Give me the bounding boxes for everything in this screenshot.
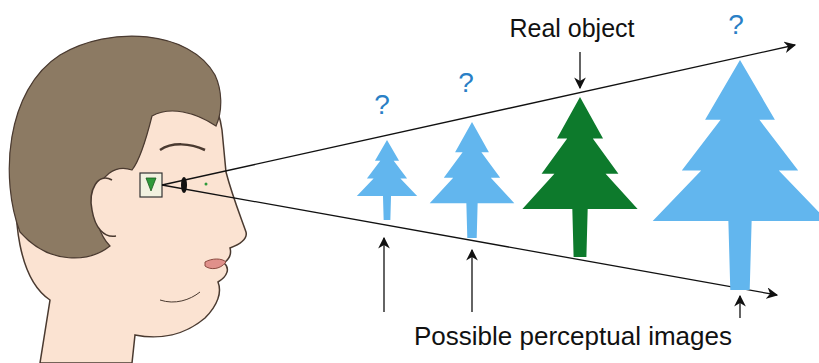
pointer-arrow [579,52,580,88]
pointer-arrow [383,238,384,312]
tree-real [522,97,637,257]
tree-medium [430,122,515,238]
question-mark: ? [458,68,474,99]
pointer-arrow [471,250,472,312]
images-label: Possible perceptual images [414,322,732,351]
object-label: Real object [509,15,634,43]
question-mark: ? [728,10,744,41]
tree-large [653,60,819,290]
head-figure [9,36,246,363]
tree-small [357,140,417,220]
question-mark: ? [374,90,390,121]
pointer-arrow [739,296,740,318]
